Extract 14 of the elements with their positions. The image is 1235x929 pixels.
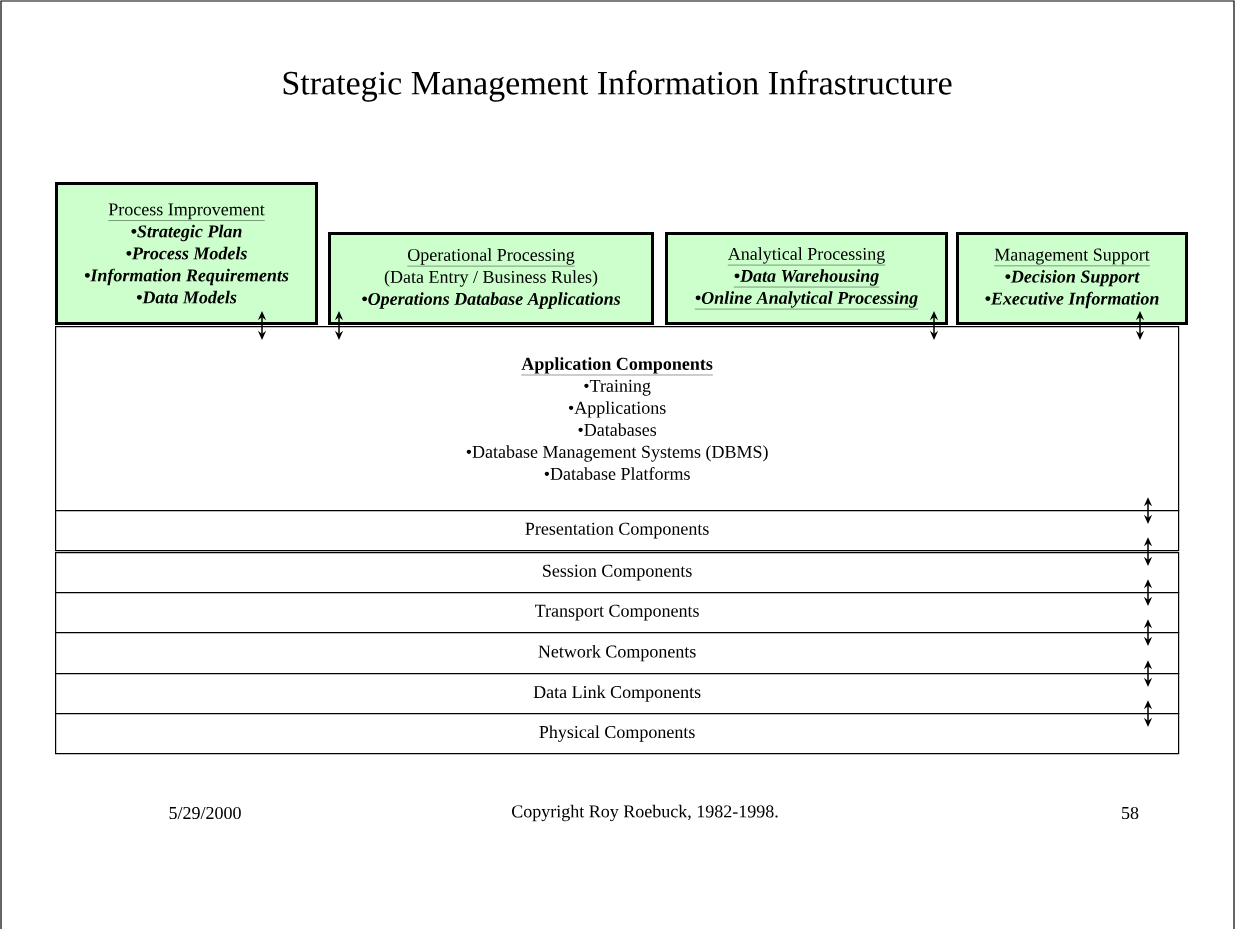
layer-box: Transport Components xyxy=(55,592,1180,634)
category-box: Management Support •Decision Support •Executive Information xyxy=(956,232,1188,325)
layer-box: Data Link Components xyxy=(55,673,1180,715)
layer-box: Physical Components xyxy=(55,713,1180,755)
date-text: 5/29/2000 xyxy=(169,806,241,820)
category-box: Process Improvement •Strategic Plan •Process Models •Information Requirements •Data Models xyxy=(55,182,318,325)
slide-title: Strategic Management Information Infrastructure xyxy=(283,70,952,102)
page-number: 58 xyxy=(1122,806,1139,820)
layer-box: Network Components xyxy=(55,632,1180,675)
layer-box: Session Components xyxy=(55,552,1180,594)
category-box: Operational Processing (Data Entry / Business Rules) •Operations Database Applications xyxy=(328,232,654,325)
category-box: Analytical Processing •Data Warehousing •Online Analytical Processing xyxy=(665,232,948,325)
copyright-text: Copyright Roy Roebuck, 1982-1998. xyxy=(512,804,778,822)
layer-box: Presentation Components xyxy=(55,510,1180,552)
